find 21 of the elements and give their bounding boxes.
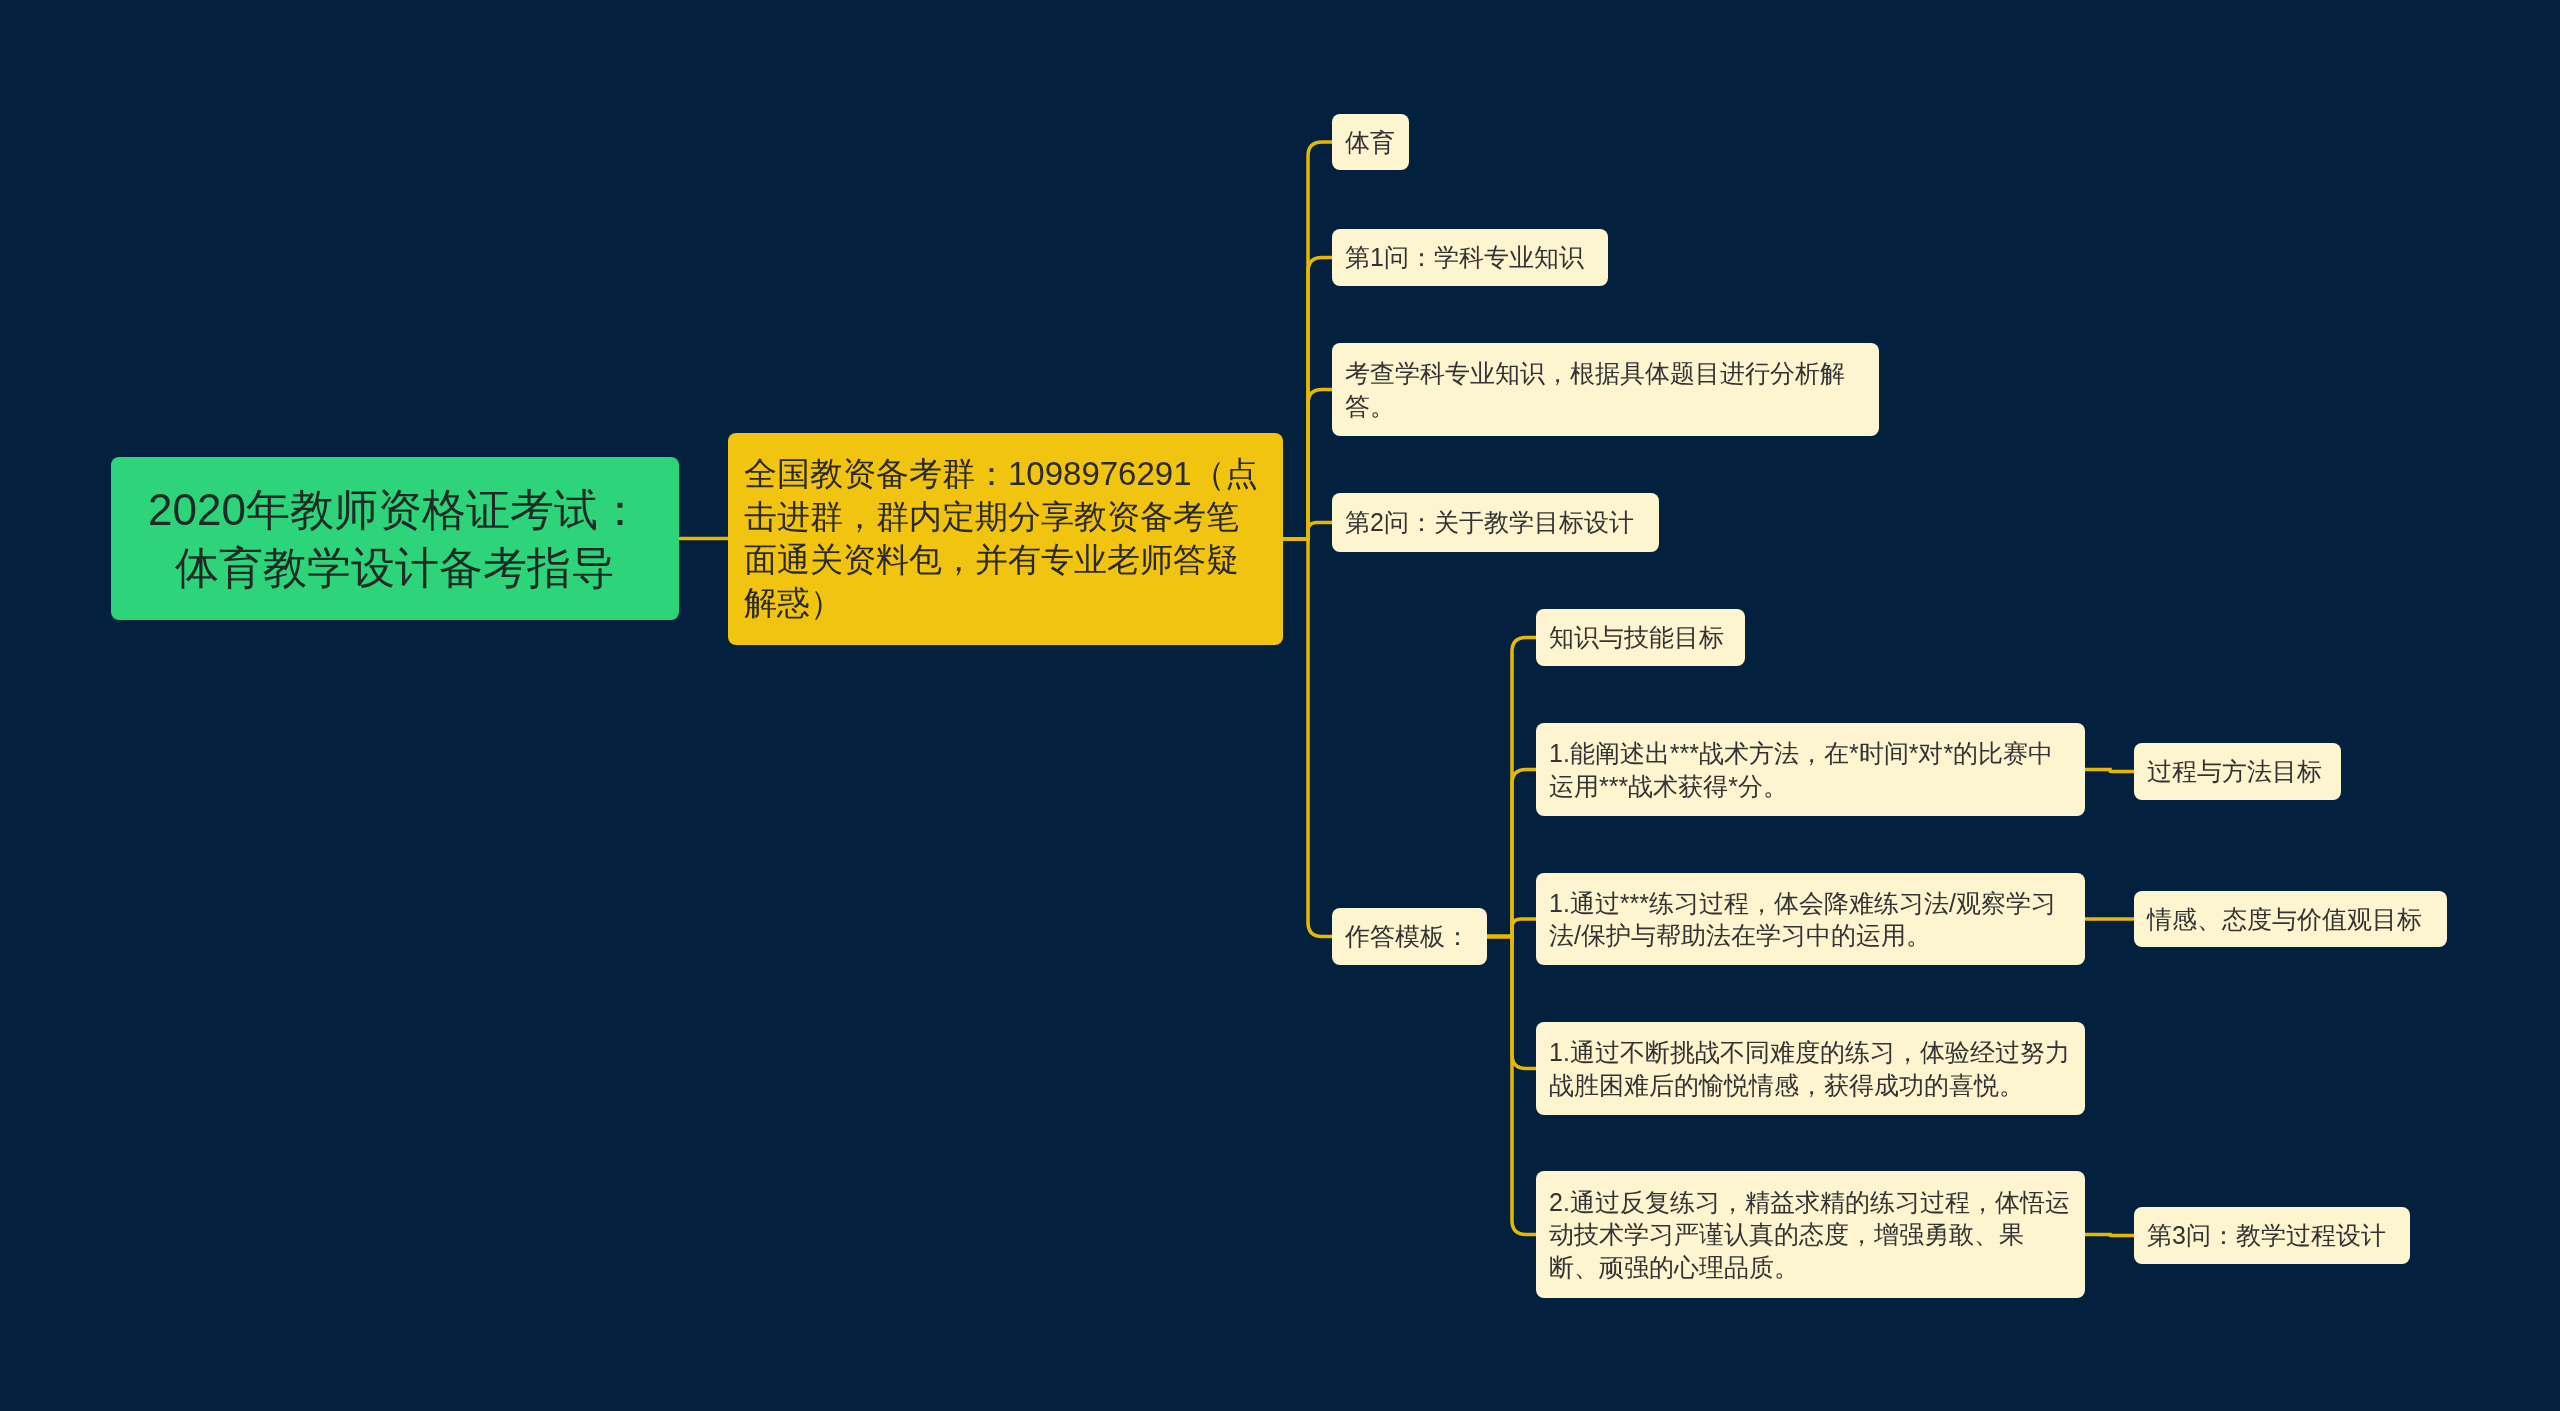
- connector-line: [2085, 767, 2134, 774]
- subtopic-box: 体育: [1332, 114, 1409, 170]
- subtopic-box: 1.能阐述出***战术方法，在*时间*对*的比赛中运用***战术获得*分。: [1536, 723, 2085, 816]
- subtopic-box: 知识与技能目标: [1536, 609, 1745, 666]
- connector-line: [1487, 934, 1536, 1237]
- root-topic-box: 2020年教师资格证考试：体育教学设计备考指导: [111, 457, 679, 620]
- subtopic-box: 2.通过反复练习，精益求精的练习过程，体悟运动技术学习严谨认真的态度，增强勇敢、果断、顽强的心理品质。: [1536, 1171, 2085, 1298]
- subtopic-box: 1.通过***练习过程，体会降难练习法/观察学习法/保护与帮助法在学习中的运用。: [1536, 873, 2085, 965]
- subtopic-box: 第1问：学科专业知识: [1332, 229, 1608, 286]
- subtopic-box: 1.通过不断挑战不同难度的练习，体验经过努力战胜困难后的愉悦情感，获得成功的喜悦。: [1536, 1022, 2085, 1115]
- subtopic-box: 情感、态度与价值观目标: [2134, 891, 2447, 947]
- main-topic-box: 全国教资备考群：1098976291（点击进群，群内定期分享教资备考笔面通关资料包，并有专业老师答疑解惑）: [728, 433, 1283, 645]
- connector-line: [2085, 917, 2134, 921]
- subtopic-box: 过程与方法目标: [2134, 743, 2341, 800]
- subtopic-box: 作答模板：: [1332, 908, 1487, 965]
- subtopic-box: 第2问：关于教学目标设计: [1332, 493, 1659, 552]
- subtopic-box: 第3问：教学过程设计: [2134, 1207, 2410, 1264]
- subtopic-box: 考查学科专业知识，根据具体题目进行分析解答。: [1332, 343, 1879, 436]
- connector-line: [679, 536, 728, 541]
- connector-line: [1283, 537, 1332, 939]
- connector-line: [2085, 1232, 2134, 1238]
